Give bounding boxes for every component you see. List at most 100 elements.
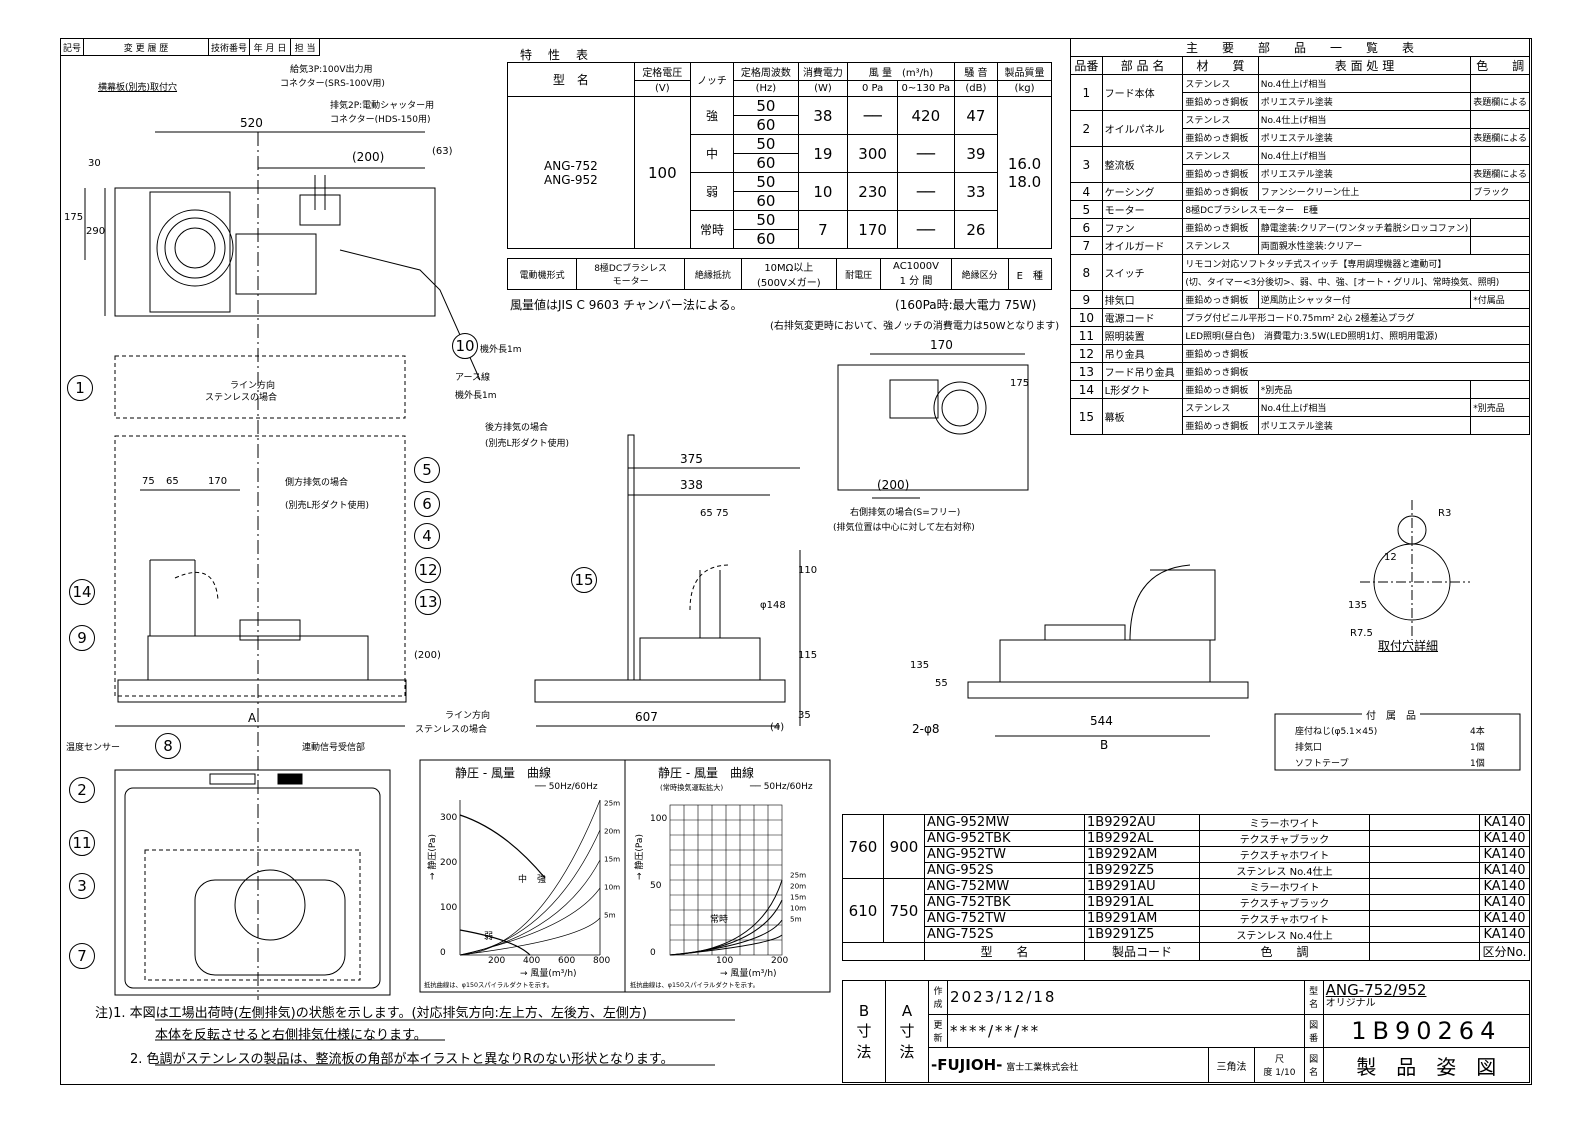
dim-75: 75 xyxy=(142,476,155,487)
parts-cell: 亜鉛めっき鋼板 xyxy=(1182,416,1259,435)
parts-cell: ポリエステル塗装 xyxy=(1257,416,1472,435)
tb-B-label: B 寸 法 xyxy=(842,980,886,1083)
curve1-ytick: 300 xyxy=(440,813,458,823)
spec-freq: 60 xyxy=(756,116,776,134)
curve1-title: 静圧 - 風量 曲線 xyxy=(455,766,551,780)
label-linked-signal: 連動信号受信部 xyxy=(302,743,366,753)
dim-135: 135 xyxy=(910,660,930,671)
dim-607: 607 xyxy=(635,710,658,724)
model-footer: 色 調 xyxy=(1199,942,1370,961)
curve2-chart xyxy=(669,804,783,956)
curve2-legend: ── 50Hz/60Hz xyxy=(750,782,813,792)
label-haiki-conn: コネクター(HDS-150用) xyxy=(330,115,431,125)
parts-h: 表 面 処 理 xyxy=(1257,56,1472,75)
tb-drawing-name: 製 品 姿 図 xyxy=(1322,1047,1531,1083)
callout-8: 8 xyxy=(155,733,181,759)
parts-name: 幕板 xyxy=(1101,398,1184,435)
model-cell: ANG-952S xyxy=(924,862,1085,879)
spec-mass: 16.0 18.0 xyxy=(997,96,1052,249)
curve2-ytick: 0 xyxy=(650,948,656,958)
curve2-notch: 常時 xyxy=(710,915,729,925)
spec-h-notch: ノッチ xyxy=(689,62,735,97)
callout-7: 7 xyxy=(69,943,95,969)
label-kyuki: 給気3P:100V出力用 xyxy=(290,65,373,75)
label-yokomaku: 横幕板(別売)取付穴 xyxy=(98,83,178,93)
spec-freq: 60 xyxy=(756,192,776,210)
dim-170r: 170 xyxy=(930,338,953,352)
model-cell: ANG-752TW xyxy=(924,910,1085,927)
dim-4: (4) xyxy=(770,722,785,733)
parts-name: オイルパネル xyxy=(1101,110,1184,147)
curve2-duct-label: 10m xyxy=(790,905,807,913)
spec-notch: 強 xyxy=(689,96,735,135)
spec-motor: 8極DCブラシレス モーター xyxy=(576,258,685,290)
spec-freq: 50 xyxy=(734,136,798,154)
model-cell: テクスチャホワイト xyxy=(1199,910,1370,927)
model-cell: 1B9291AU xyxy=(1084,878,1200,895)
parts-h: 材 質 xyxy=(1182,56,1259,75)
model-dim-B: 610 xyxy=(842,878,884,943)
dim-8: 2-φ8 xyxy=(912,722,940,736)
curve2-duct-label: 5m xyxy=(790,916,802,924)
rev-col: 記号 xyxy=(59,38,85,56)
dim-12: 12 xyxy=(1384,552,1397,563)
label-mount-detail: 取付穴詳細 xyxy=(1378,639,1439,653)
spec-class-label: 絶縁区分 xyxy=(950,258,1009,290)
spec-freq: 60 xyxy=(756,154,776,172)
curve2-ytick: 50 xyxy=(650,881,662,891)
dim-30: 30 xyxy=(88,158,101,169)
rev-col: 技術番号 xyxy=(208,38,251,56)
dim-200: (200) xyxy=(352,150,385,164)
curve2-xtick: 200 xyxy=(771,956,789,966)
curve1-duct-label: 15m xyxy=(604,856,621,864)
rev-col: 年 月 日 xyxy=(249,38,292,56)
spec-notch: 常時 xyxy=(689,210,735,249)
model-footer: 区分No. xyxy=(1479,942,1530,961)
curve1-notch: 強 xyxy=(537,875,547,885)
dim-55: 55 xyxy=(935,678,948,689)
dim-200b: (200) xyxy=(414,650,441,661)
dim-R75: R7.5 xyxy=(1350,628,1373,639)
tb-type-label: 型 名 xyxy=(1303,980,1324,1015)
callout-5: 5 xyxy=(414,457,440,483)
tb-original: オリジナル xyxy=(1325,998,1376,1010)
note-1: 注)1. 本図は工場出荷時(左側排気)の状態を示します。(対応排気方向:左上方、… xyxy=(95,1006,647,1021)
curve1-ytick: 200 xyxy=(440,858,458,868)
model-spacer xyxy=(1369,910,1480,927)
revision-header: 記号 変 更 履 歴 技術番号 年 月 日 担 当 xyxy=(59,38,321,56)
spec-withstand: AC1000V 1 分 間 xyxy=(880,258,952,290)
hood-right-exhaust-view xyxy=(837,364,1029,491)
curve2-subtitle: (常時換気運転拡大) xyxy=(660,784,724,793)
spec-airflow0: 170 xyxy=(847,210,898,249)
dim-148: φ148 xyxy=(760,600,786,611)
curve1-xtick: 400 xyxy=(523,956,541,966)
title-block: B 寸 法 A 寸 法 作 成 2023/12/18 型 名 ANG-752/9… xyxy=(842,980,1531,1083)
tb-model: ANG-752/952 xyxy=(1325,981,1427,1000)
curve1-legend: ── 50Hz/60Hz xyxy=(535,782,598,792)
spec-h-model: 型 名 xyxy=(507,62,635,97)
spec-freq: 50 xyxy=(734,98,798,116)
model-footer: 製品コード xyxy=(1084,942,1200,961)
hood-front-view xyxy=(117,679,407,703)
callout-10: 10 xyxy=(452,333,478,359)
curve1-ytick: 0 xyxy=(440,948,446,958)
curve1-xlabel: → 風量(m³/h) xyxy=(520,969,577,979)
curve1-duct-label: 10m xyxy=(604,884,621,892)
tb-create-label: 作 成 xyxy=(928,980,948,1015)
dim-35: 35 xyxy=(798,710,811,721)
note-2: 2. 色調がステンレスの製品は、整流板の角部が本イラストと異なりRのない形状とな… xyxy=(130,1052,674,1067)
parts-h: 品番 xyxy=(1070,56,1103,75)
label-right-exhaust2: (排気位置は中心に対して左右対称) xyxy=(833,523,975,533)
curve2-ytick: 100 xyxy=(650,814,668,824)
model-spacer xyxy=(1369,862,1480,879)
curve1-notch: 中 xyxy=(518,875,528,885)
spec-table-title: 特 性 表 xyxy=(520,48,591,62)
label-kyuki-conn: コネクター(SRS-100V用) xyxy=(280,79,385,89)
curve2-title: 静圧 - 風量 曲線 xyxy=(658,766,754,780)
spec-airflow130: ── xyxy=(896,134,955,173)
spec-motor-label: 電動機形式 xyxy=(506,258,578,290)
dim-175: 175 xyxy=(64,212,84,223)
label-line-dir-b: ライン方向 xyxy=(445,711,491,721)
accessory-qty: 1個 xyxy=(1470,759,1485,769)
